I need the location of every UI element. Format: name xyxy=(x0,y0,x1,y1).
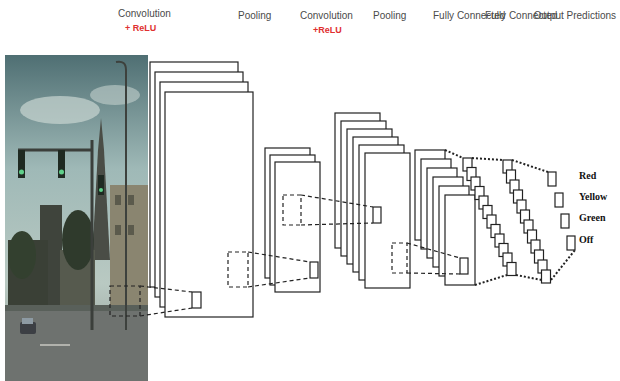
fc-stack xyxy=(503,160,551,283)
conv-stack xyxy=(365,153,410,288)
class-label: Red xyxy=(579,170,596,182)
receptive-field-lines xyxy=(110,286,140,316)
street-photo xyxy=(58,150,65,178)
receptive-field-lines xyxy=(140,286,192,292)
conv-stack xyxy=(165,92,253,317)
layer-stacks xyxy=(150,62,575,317)
dense-connection xyxy=(512,160,548,172)
field-target xyxy=(310,262,318,278)
street-photo xyxy=(5,55,148,381)
street-photo xyxy=(99,188,103,192)
pool-stack xyxy=(265,148,320,292)
field-target xyxy=(192,292,201,308)
street-photo xyxy=(116,62,126,330)
receptive-field-lines xyxy=(248,252,310,262)
street-photo xyxy=(98,175,104,195)
output-units xyxy=(567,236,575,250)
layer-title: Output Predictions xyxy=(534,10,616,22)
dense-connection xyxy=(445,150,463,158)
field-target xyxy=(373,207,381,223)
street-photo xyxy=(115,195,121,205)
class-label: Yellow xyxy=(579,191,607,203)
receptive-field-lines xyxy=(283,195,301,225)
layer-title: Fully Connected xyxy=(433,10,483,22)
street-photo xyxy=(62,210,94,270)
receptive-field-lines xyxy=(110,195,460,316)
activation-note: +ReLU xyxy=(313,24,342,36)
output-units xyxy=(548,172,556,186)
receptive-field-lines xyxy=(407,273,460,274)
street-photo xyxy=(18,150,25,178)
dense-connection xyxy=(472,158,503,160)
class-label: Off xyxy=(579,234,593,246)
street-photo xyxy=(110,185,148,320)
receptive-field-lines xyxy=(407,243,460,258)
street-photo xyxy=(128,195,134,205)
conv-stack xyxy=(335,113,410,288)
pool-stack xyxy=(275,162,320,292)
receptive-field-lines xyxy=(140,308,192,316)
street-photo xyxy=(91,140,94,330)
fc-stack xyxy=(463,158,516,276)
layer-title: Fully Connected xyxy=(485,10,535,22)
street-photo xyxy=(5,55,148,381)
output-units xyxy=(555,193,563,207)
street-photo xyxy=(40,344,70,346)
street-photo xyxy=(19,170,24,175)
street-photo xyxy=(115,225,121,235)
street-photo xyxy=(128,225,134,235)
layer-title: Convolution xyxy=(118,8,171,20)
dense-connection xyxy=(551,250,575,280)
output-units xyxy=(548,172,575,250)
output-units xyxy=(561,214,569,228)
activation-note: + ReLU xyxy=(125,22,156,34)
receptive-field-lines xyxy=(301,223,373,225)
fc-stack xyxy=(507,263,516,276)
receptive-field-lines xyxy=(248,278,310,287)
conv-stack xyxy=(150,62,253,317)
street-photo xyxy=(22,318,33,324)
street-photo xyxy=(90,85,140,105)
dense-connection xyxy=(516,275,542,280)
pool-stack xyxy=(415,150,475,285)
layer-title: Pooling xyxy=(373,10,406,22)
street-photo xyxy=(92,118,110,260)
receptive-field-lines xyxy=(301,195,373,207)
dense-connection xyxy=(475,275,507,285)
class-label: Green xyxy=(579,212,605,224)
street-photo xyxy=(18,149,93,152)
field-target xyxy=(192,207,468,308)
fc-stack xyxy=(542,270,551,283)
layer-title: Convolution xyxy=(300,10,353,22)
pool-stack xyxy=(445,195,475,285)
field-target xyxy=(460,258,468,274)
layer-title: Pooling xyxy=(238,10,271,22)
street-photo xyxy=(8,231,36,279)
receptive-field-lines xyxy=(392,243,407,273)
street-photo xyxy=(20,96,100,124)
street-photo xyxy=(59,170,64,175)
dense-connection xyxy=(445,150,575,285)
receptive-field-lines xyxy=(228,252,248,287)
